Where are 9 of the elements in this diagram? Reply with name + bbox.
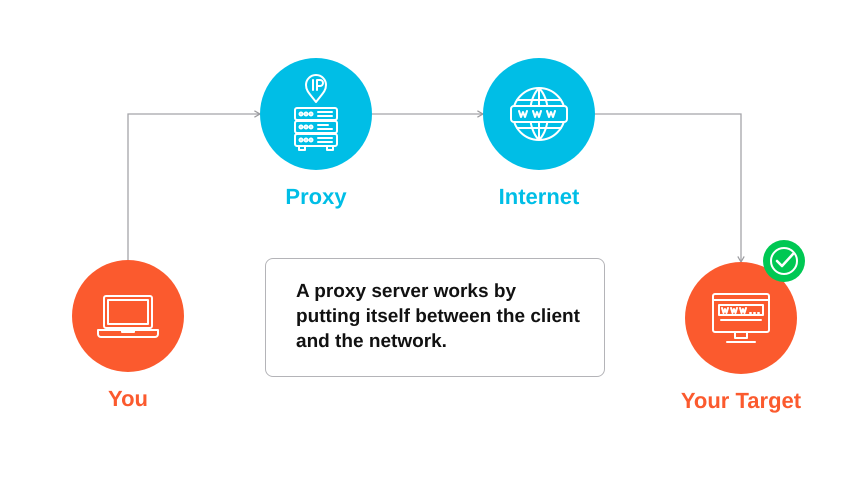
- arrow: [372, 110, 484, 118]
- node-label: Your Target: [680, 388, 802, 414]
- node-label: Internet: [498, 184, 580, 210]
- arrow: [595, 113, 745, 263]
- node-label: Proxy: [285, 184, 347, 210]
- note-box: [265, 258, 605, 377]
- note-text: A proxy server works by putting itself between the client and the network.: [296, 280, 581, 354]
- node-label: You: [108, 386, 148, 412]
- arrow: [127, 110, 261, 260]
